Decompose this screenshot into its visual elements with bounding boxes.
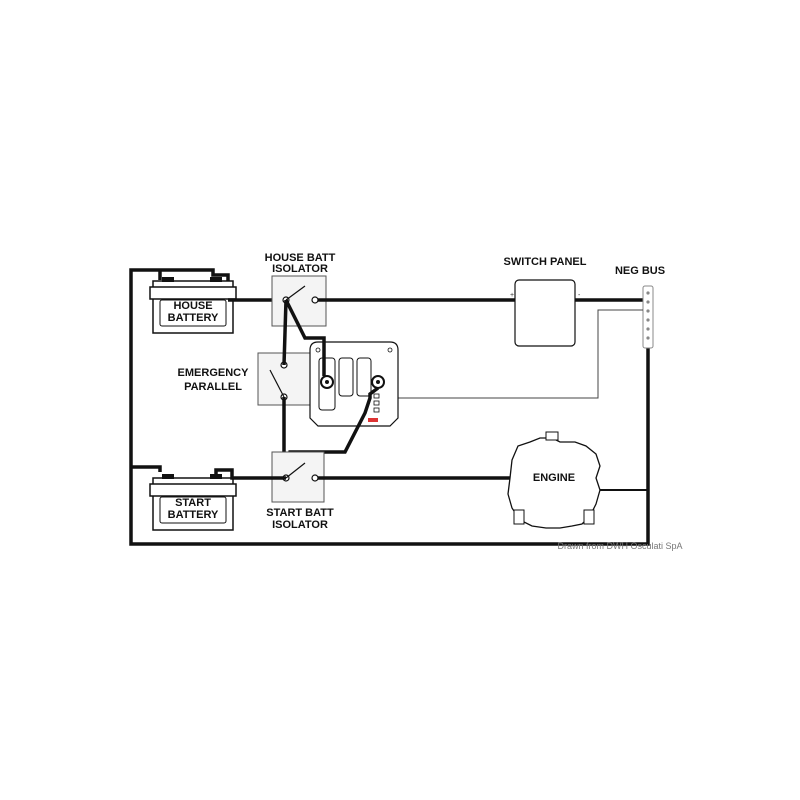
house-batt-isolator: HOUSE BATT ISOLATOR xyxy=(265,252,336,327)
house-battery-label-2: BATTERY xyxy=(168,312,219,324)
house-battery: HOUSE BATTERY xyxy=(149,277,237,334)
house-isolator-label-2: ISOLATOR xyxy=(272,263,328,275)
emergency-parallel-label-2: PARALLEL xyxy=(184,381,242,393)
house-isolator-label-1: HOUSE BATT xyxy=(265,252,336,264)
house-battery-label-1: HOUSE xyxy=(173,300,212,312)
start-isolator-label-1: START BATT xyxy=(266,507,334,519)
acr-ground-wire xyxy=(392,309,643,399)
emergency-parallel-label-1: EMERGENCY xyxy=(178,367,250,379)
house-to-acr-wire xyxy=(284,299,326,376)
start-battery-negative-wire xyxy=(131,465,162,472)
emergency-parallel-switch: EMERGENCY PARALLEL xyxy=(178,352,311,406)
credit-text: Drawn from DWH Osculati SpA xyxy=(557,541,682,551)
switch-panel-plus: + xyxy=(510,292,514,299)
neg-bus-label: NEG BUS xyxy=(615,265,665,277)
start-battery: START BATTERY xyxy=(149,474,237,531)
switch-panel: SWITCH PANEL + - xyxy=(504,256,587,347)
engine-label: ENGINE xyxy=(533,472,575,484)
start-battery-label-1: START xyxy=(175,497,211,509)
switch-panel-label: SWITCH PANEL xyxy=(504,256,587,268)
switch-panel-minus: - xyxy=(578,292,581,299)
start-batt-isolator: START BATT ISOLATOR xyxy=(266,451,334,531)
engine: ENGINE xyxy=(507,431,648,529)
start-isolator-label-2: ISOLATOR xyxy=(272,519,328,531)
start-battery-label-2: BATTERY xyxy=(168,509,219,521)
house-to-parallel-wire xyxy=(282,299,288,366)
negative-loop-wire xyxy=(129,268,650,546)
battery-combiner-relay xyxy=(309,341,399,427)
neg-bus: NEG BUS xyxy=(615,265,665,349)
start-battery-positive-wire xyxy=(214,468,286,480)
